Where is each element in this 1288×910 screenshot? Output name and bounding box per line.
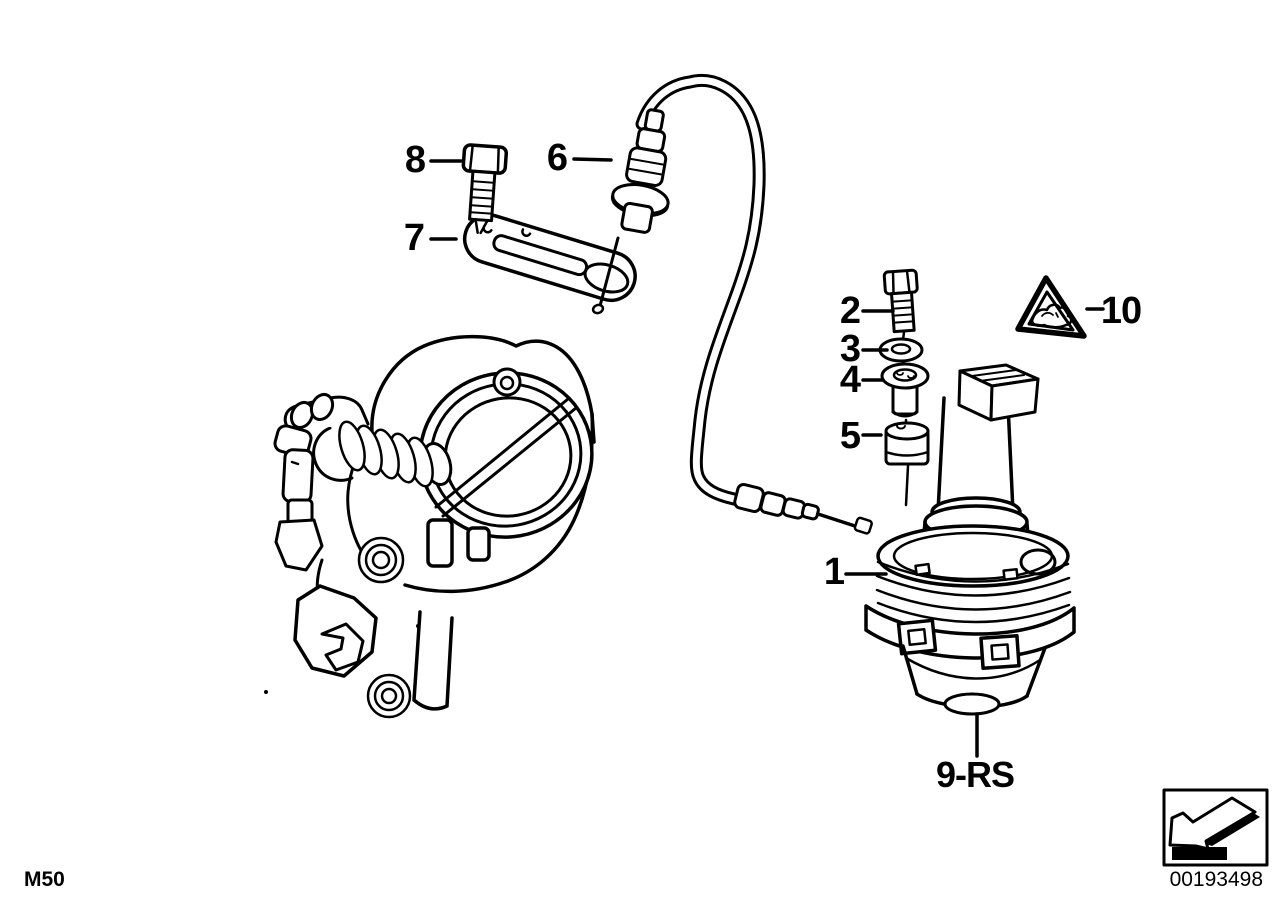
callout-label-5: 5 — [839, 415, 861, 457]
callout-label-2: 2 — [839, 290, 861, 332]
callout-label-9rs: 9-RS — [935, 754, 1015, 795]
callout-label-4: 4 — [839, 359, 861, 401]
callout-label-10: 10 — [1100, 290, 1142, 332]
direction-arrow-icon — [1162, 788, 1269, 867]
callout-label-7: 7 — [403, 217, 425, 259]
callout-label-6: 6 — [546, 137, 568, 179]
bolt-2-drawing — [882, 268, 919, 343]
bushing-4-drawing — [880, 362, 930, 428]
callout-label-8: 8 — [404, 139, 426, 181]
callout-leader-lines — [429, 157, 1105, 758]
bolt-8-drawing — [461, 143, 509, 235]
image-number: 00193498 — [1169, 868, 1263, 891]
print-speck — [416, 624, 420, 628]
spacer-5-drawing — [884, 421, 930, 507]
actuator-1-drawing — [733, 363, 1076, 716]
cable-drawing — [635, 74, 766, 506]
cable-fitting-6-drawing — [591, 108, 670, 315]
engine-code: M50 — [24, 868, 65, 891]
throttle-body-drawing — [273, 334, 596, 719]
callout-label-3: 3 — [839, 328, 861, 370]
warning-triangle-icon — [1015, 275, 1087, 339]
callout-label-1: 1 — [823, 551, 845, 593]
leader-6 — [572, 157, 613, 162]
print-speck — [264, 690, 268, 694]
